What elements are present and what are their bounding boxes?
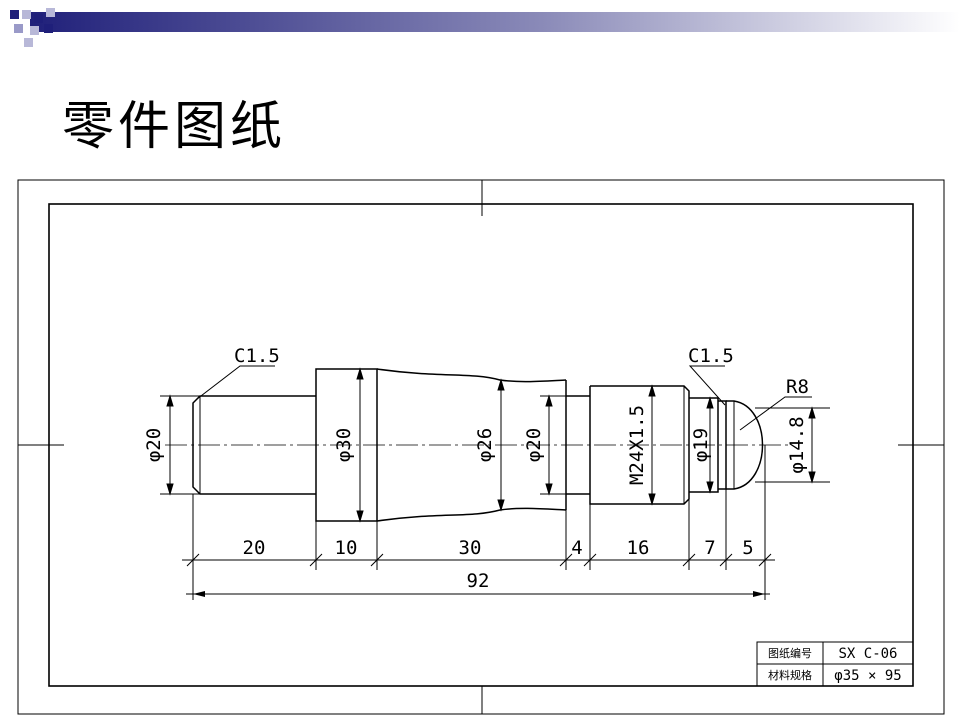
dimension-ticks xyxy=(186,553,772,567)
diameter-dimension-lines xyxy=(160,367,830,523)
dia-neck-label: φ26 xyxy=(474,428,496,462)
length-label-1: 20 xyxy=(243,537,266,559)
title-block-drawing-no-value: SX C-06 xyxy=(838,646,897,662)
leader-lines xyxy=(196,365,812,431)
dia-tip-label: φ19 xyxy=(690,428,712,462)
chamfer-right-label: C1.5 xyxy=(688,345,734,367)
title-block-material-value: φ35 × 95 xyxy=(834,668,901,684)
length-label-7: 5 xyxy=(742,537,753,559)
slide-title: 零件图纸 xyxy=(62,97,287,157)
length-label-3: 30 xyxy=(459,537,482,559)
total-length-arrows xyxy=(193,591,765,597)
dia-sphere-label: φ14.8 xyxy=(786,416,808,473)
dia-left-label: φ20 xyxy=(143,428,165,462)
title-block-material-label: 材料规格 xyxy=(768,668,812,682)
drawing-frame xyxy=(17,179,945,715)
thread-label: M24X1.5 xyxy=(626,405,648,485)
length-label-6: 7 xyxy=(704,537,715,559)
logo-squares xyxy=(10,8,55,47)
length-dimension-lines xyxy=(182,445,775,600)
header-gradient-bar xyxy=(30,12,960,32)
length-label-5: 16 xyxy=(627,537,650,559)
title-block-drawing-no-label: 图纸编号 xyxy=(768,646,812,660)
chamfer-left-label: C1.5 xyxy=(234,345,280,367)
dia-groove-label: φ20 xyxy=(523,428,545,462)
dia-collar-label: φ30 xyxy=(333,428,355,462)
radius-label: R8 xyxy=(786,376,809,398)
total-length-label: 92 xyxy=(467,570,490,592)
title-block xyxy=(756,641,914,687)
length-label-2: 10 xyxy=(335,537,358,559)
length-label-4: 4 xyxy=(571,537,582,559)
